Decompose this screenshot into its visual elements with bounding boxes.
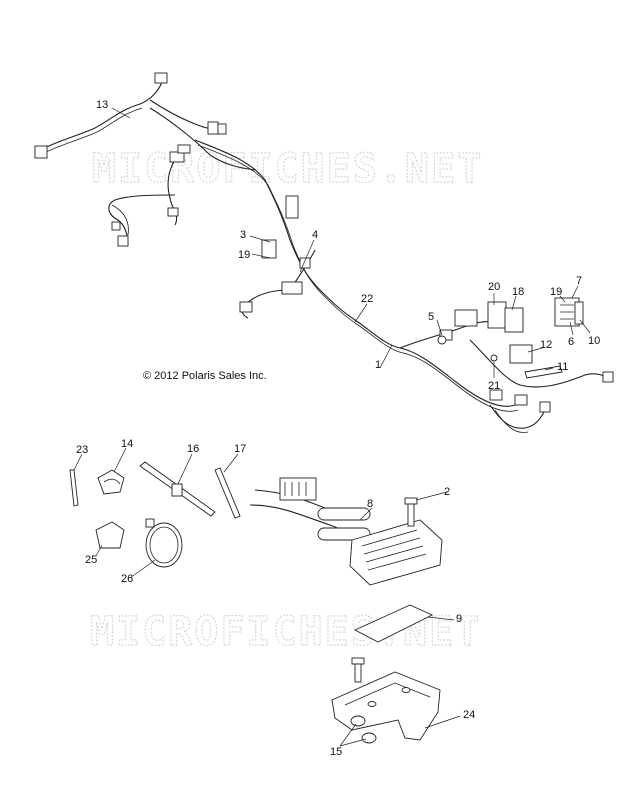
fuse-relay-block-18-20 — [487, 301, 524, 333]
callout-21: 21 — [488, 380, 500, 392]
voltage-regulator-8 — [249, 477, 443, 586]
callout-16: 16 — [187, 443, 199, 455]
cable-tie-17 — [214, 467, 241, 519]
callout-12: 12 — [540, 339, 552, 351]
bolt-bracket — [351, 657, 365, 683]
clip-25 — [95, 521, 125, 549]
callout-10: 10 — [588, 335, 600, 347]
callout-22: 22 — [361, 293, 373, 305]
cable-tie-23 — [69, 469, 79, 507]
callout-11: 11 — [557, 361, 568, 373]
callout-3: 3 — [240, 229, 246, 241]
callout-14: 14 — [121, 438, 133, 450]
callout-18: 18 — [512, 286, 524, 298]
callout-5: 5 — [428, 311, 434, 323]
callout-labels: 13 3 19 4 22 1 5 20 18 7 19 6 10 12 11 2… — [76, 99, 600, 758]
callout-2: 2 — [444, 486, 450, 498]
main-wire-harness — [34, 72, 614, 433]
leader-lines — [73, 107, 591, 747]
relay-block-6-7-10 — [554, 297, 584, 327]
bracket-24 — [331, 671, 441, 741]
callout-19-right: 19 — [550, 286, 562, 298]
callout-6: 6 — [568, 336, 574, 348]
copyright-notice: © 2012 Polaris Sales Inc. — [143, 370, 267, 382]
fastener-21 — [490, 354, 498, 362]
connector-5 — [437, 335, 447, 345]
tie-strap-16 — [139, 461, 216, 517]
callout-4: 4 — [312, 229, 318, 241]
bracket-11 — [524, 365, 563, 379]
callout-26: 26 — [121, 573, 133, 585]
watermark-top: MICROFICHES.NET — [92, 146, 483, 192]
callout-13: 13 — [96, 99, 108, 111]
callout-8: 8 — [367, 498, 373, 510]
callout-24: 24 — [463, 709, 475, 721]
plate-9 — [353, 604, 434, 643]
callout-9: 9 — [456, 613, 462, 625]
callout-19-left: 19 — [238, 249, 250, 261]
clip-14 — [97, 469, 125, 495]
callout-7: 7 — [576, 275, 582, 287]
bolt-2 — [404, 497, 418, 527]
callout-25: 25 — [85, 554, 97, 566]
callout-20: 20 — [488, 281, 500, 293]
callout-1: 1 — [375, 359, 381, 371]
band-clamp-26 — [145, 518, 183, 568]
callout-17: 17 — [234, 443, 246, 455]
nuts-15 — [350, 715, 377, 744]
callout-23: 23 — [76, 444, 88, 456]
callout-15: 15 — [330, 746, 342, 758]
